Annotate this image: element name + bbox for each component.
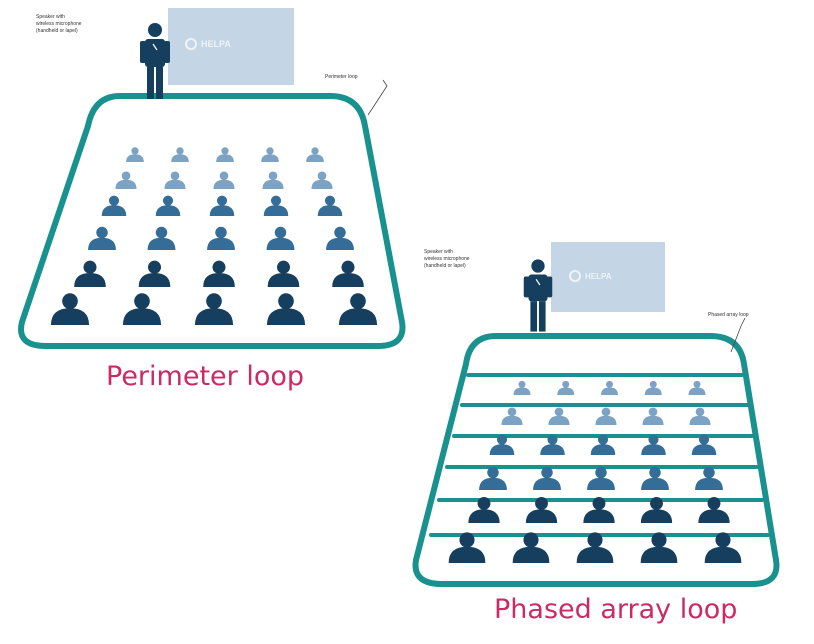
audience-member: [583, 496, 615, 523]
screen-logo: HELPA: [185, 38, 231, 50]
speaker-figure: [140, 23, 170, 99]
audience-grid: [50, 147, 378, 325]
perimeter-loop-diagram: HELPA Speaker with wireless microphone (…: [18, 8, 406, 349]
speaker-label-line-2: wireless microphone: [36, 21, 82, 27]
loop-label: Perimeter loop: [325, 74, 358, 80]
audience-member: [698, 496, 730, 523]
audience-member: [338, 293, 378, 325]
audience-member: [489, 434, 515, 455]
audience-member: [267, 260, 300, 287]
audience-member: [533, 466, 561, 490]
audience-member: [306, 147, 324, 162]
speaker-label-line-1: Speaker with: [36, 14, 65, 20]
audience-member: [50, 293, 90, 325]
audience-member: [540, 434, 565, 455]
loop-label-leader: [367, 79, 388, 116]
audience-member: [642, 407, 664, 425]
audience-member: [641, 434, 666, 455]
audience-member: [688, 380, 706, 395]
audience-member: [513, 380, 531, 395]
audience-member: [640, 532, 678, 563]
audience-member: [641, 466, 669, 490]
audience-member: [261, 147, 279, 162]
audience-member: [147, 226, 176, 250]
presentation-screen: [168, 8, 294, 85]
loop-label-leader: [730, 317, 746, 353]
audience-member: [689, 407, 711, 425]
audience-member: [695, 466, 723, 490]
audience-member: [216, 147, 234, 162]
perimeter-loop-outline: [18, 93, 406, 349]
audience-member: [326, 226, 354, 250]
audience-member: [557, 380, 575, 395]
audience-member: [203, 260, 235, 287]
audience-member: [88, 226, 116, 250]
loop-label: Phased array loop: [708, 312, 749, 318]
audience-member: [209, 195, 235, 216]
audience-member: [263, 195, 289, 216]
audience-member: [587, 466, 615, 490]
audience-member: [266, 293, 306, 325]
audience-member: [501, 407, 523, 425]
audience-member: [595, 407, 617, 425]
screen-logo-text: HELPA: [585, 272, 612, 281]
audience-member: [601, 380, 618, 395]
speaker-label-line-2: wireless microphone: [424, 256, 470, 262]
audience-member: [213, 171, 235, 189]
audience-member: [126, 147, 144, 162]
audience-member: [138, 260, 171, 287]
audience-member: [468, 496, 500, 523]
audience-member: [640, 496, 673, 523]
audience-member: [262, 171, 284, 189]
audience-member: [194, 293, 234, 325]
audience-grid: [448, 380, 742, 563]
audience-member: [548, 407, 570, 425]
audience-member: [155, 195, 181, 216]
audience-member: [704, 532, 742, 563]
audience-member: [317, 195, 343, 216]
phased-array-loop-diagram: HELPA Speaker with wireless microphone (…: [412, 242, 780, 587]
audience-member: [590, 434, 616, 455]
audience-member: [525, 496, 558, 523]
perimeter-loop-caption: Perimeter loop: [106, 361, 305, 392]
audience-member: [164, 171, 186, 189]
phased-array-loop-caption: Phased array loop: [494, 594, 738, 625]
audience-member: [576, 532, 614, 563]
audience-member: [644, 380, 662, 395]
audience-member: [311, 171, 333, 189]
audience-member: [691, 434, 717, 455]
audience-member: [101, 195, 127, 216]
speaker-label-line-3: (handheld or lapel): [36, 28, 78, 34]
audience-member: [115, 171, 137, 189]
audience-member: [512, 532, 550, 563]
audience-member: [207, 226, 235, 250]
audience-member: [332, 260, 364, 287]
phased-loop-outline: [412, 333, 780, 587]
speaker-label-line-1: Speaker with: [424, 249, 453, 255]
audience-member: [122, 293, 162, 325]
audience-member: [448, 532, 486, 563]
speaker-figure: [523, 259, 553, 332]
screen-logo-text: HELPA: [201, 39, 231, 49]
speaker-label-line-3: (handheld or lapel): [424, 263, 466, 269]
audience-member: [479, 466, 507, 490]
audience-member: [171, 147, 189, 162]
audience-member: [74, 260, 106, 287]
audience-member: [266, 226, 295, 250]
screen-logo: HELPA: [569, 270, 612, 282]
